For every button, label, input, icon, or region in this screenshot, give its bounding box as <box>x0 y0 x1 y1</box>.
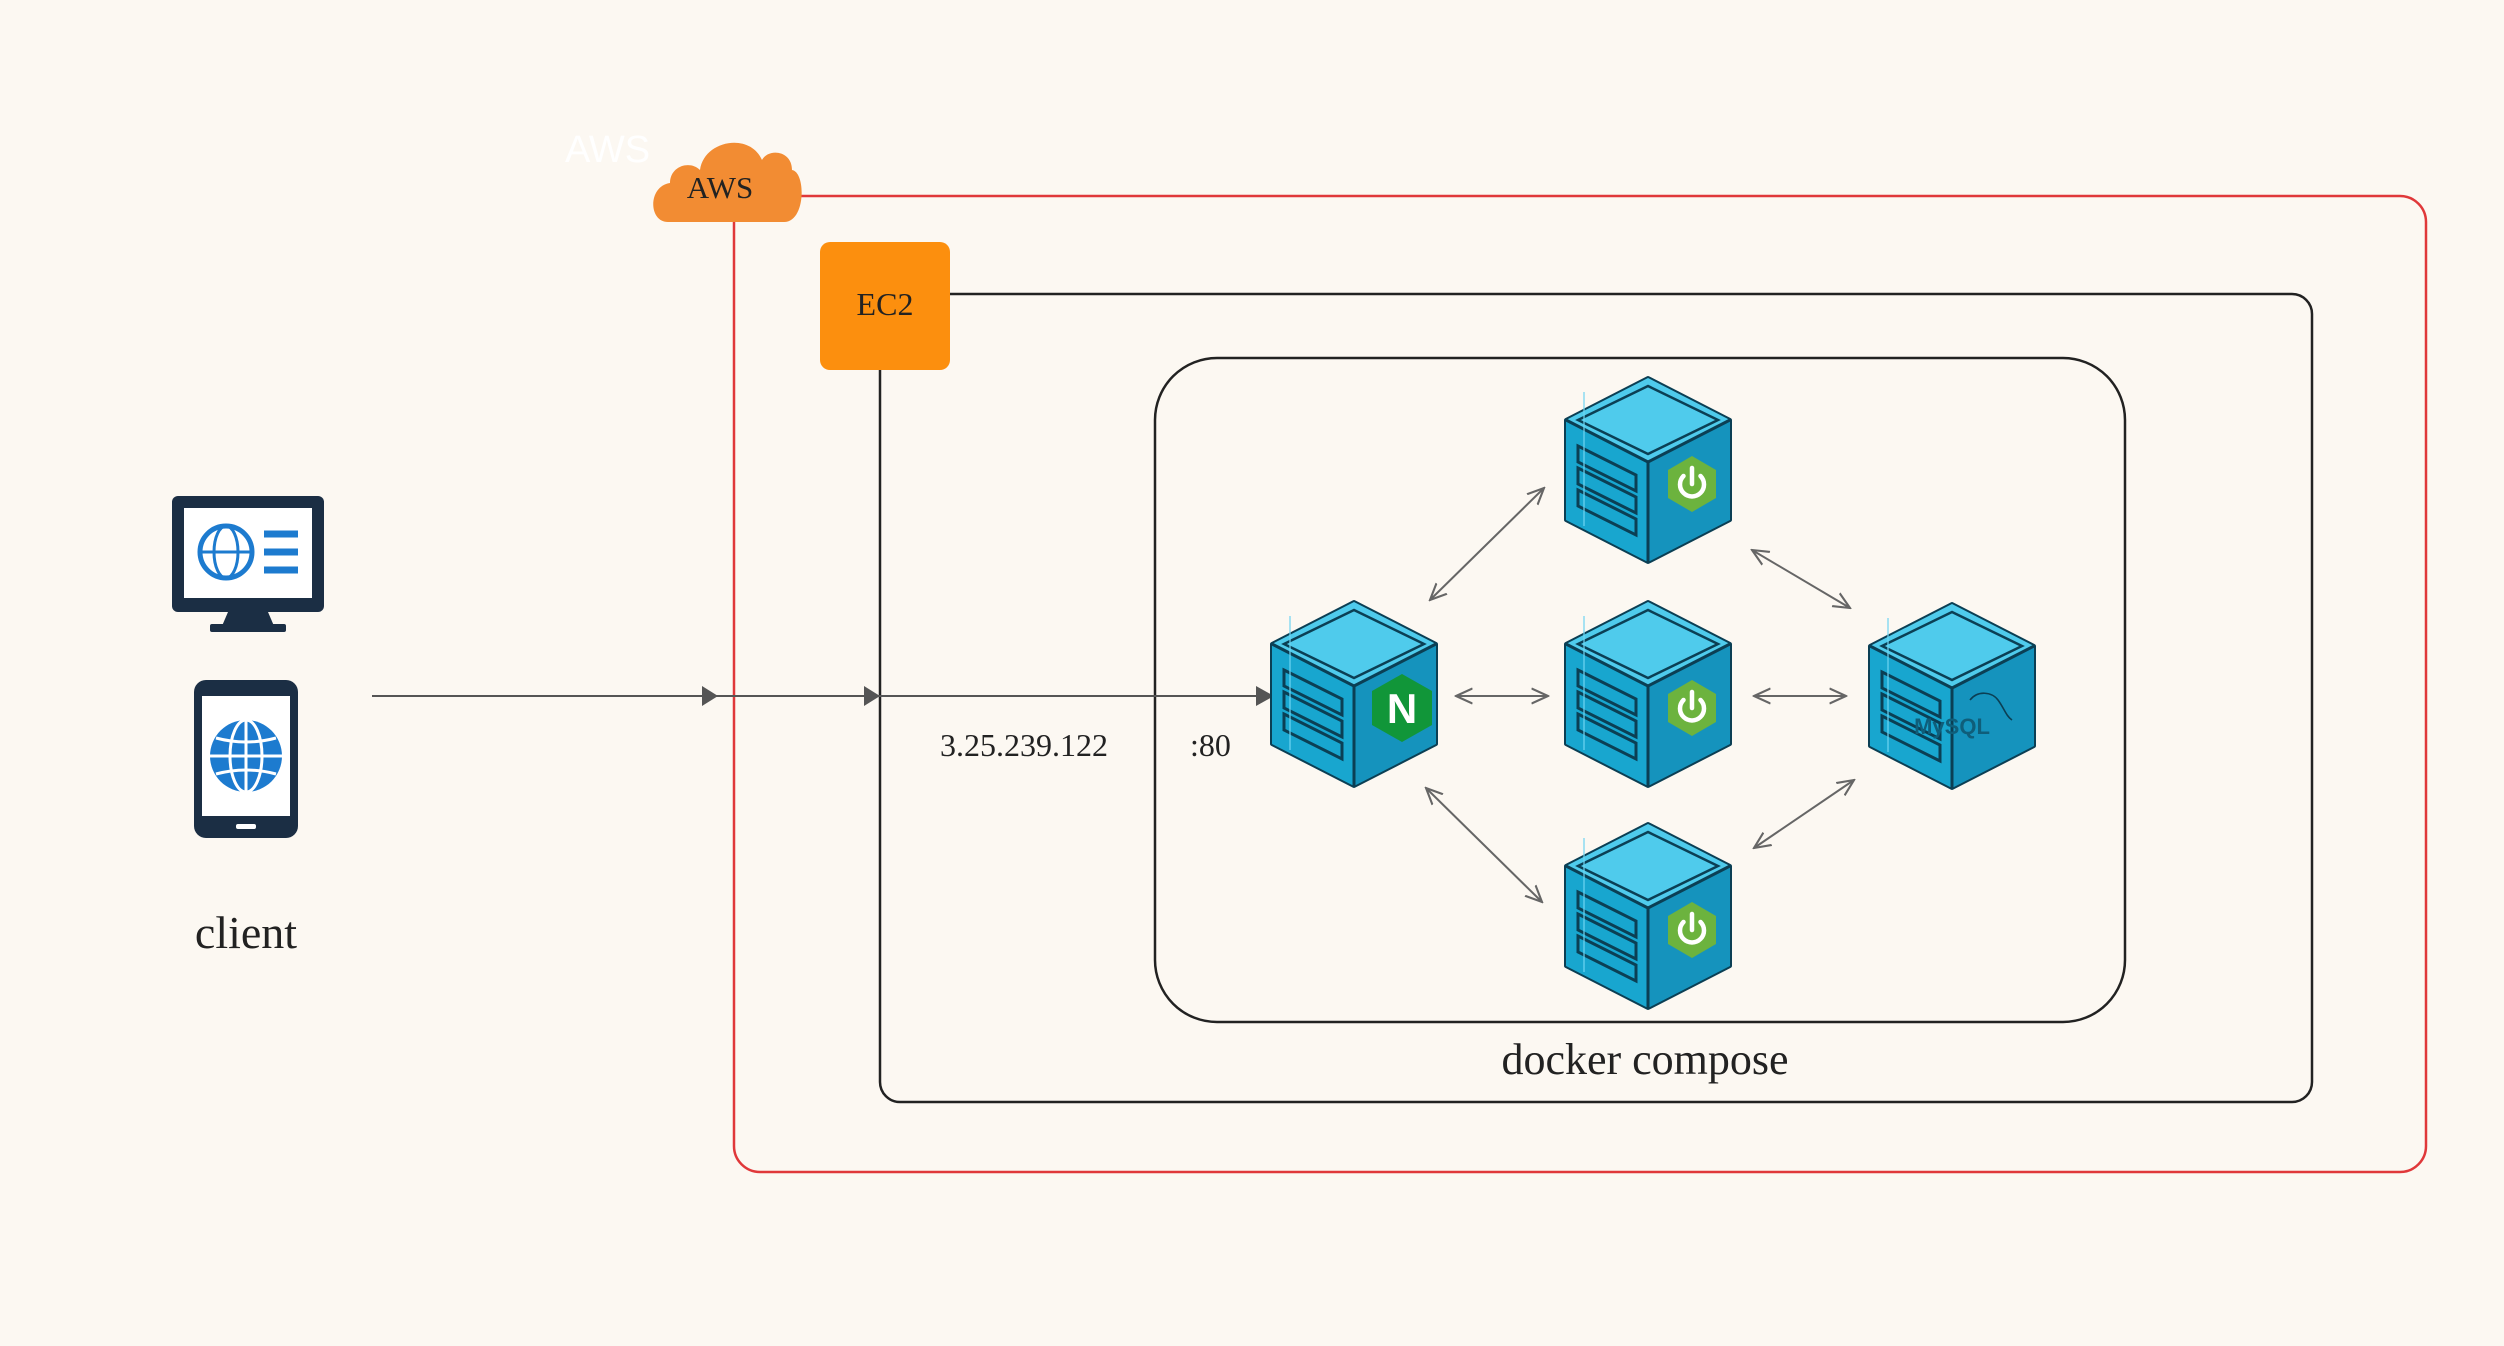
link-nginx-spring-bottom <box>1426 788 1542 902</box>
aws-ghost-label: AWS <box>565 129 650 171</box>
client-label: client <box>195 907 297 958</box>
nginx-icon: N <box>1372 674 1432 742</box>
nginx-badge: N <box>1387 685 1417 732</box>
container-spring-bottom <box>1564 822 1732 1010</box>
ec2-badge: EC2 <box>820 242 950 370</box>
mysql-icon: MySQL <box>1914 692 2013 739</box>
container-mysql: MySQL <box>1868 602 2036 790</box>
mysql-badge: MySQL <box>1914 714 1990 739</box>
container-links <box>1426 488 1854 902</box>
link-spring-top-mysql <box>1752 550 1850 608</box>
ec2-label: EC2 <box>857 286 914 322</box>
link-nginx-spring-top <box>1430 488 1544 600</box>
desktop-monitor-icon <box>172 496 324 632</box>
aws-cloud-label: AWS <box>687 170 753 205</box>
container-spring-top <box>1564 376 1732 564</box>
aws-boundary <box>732 194 2428 1174</box>
ip-address-label: 3.25.239.122 <box>940 727 1108 763</box>
docker-compose-label: docker compose <box>1501 1035 1788 1084</box>
container-nginx: N <box>1270 600 1438 788</box>
docker-compose-boundary <box>1153 356 2127 1024</box>
port-label: :80 <box>1190 727 1231 763</box>
container-spring-middle <box>1564 600 1732 788</box>
link-spring-bottom-mysql <box>1754 780 1854 848</box>
mobile-phone-icon <box>194 680 298 838</box>
ec2-boundary <box>878 292 2314 1104</box>
aws-cloud-icon: AWS <box>653 142 802 222</box>
request-arrow <box>372 686 1274 706</box>
